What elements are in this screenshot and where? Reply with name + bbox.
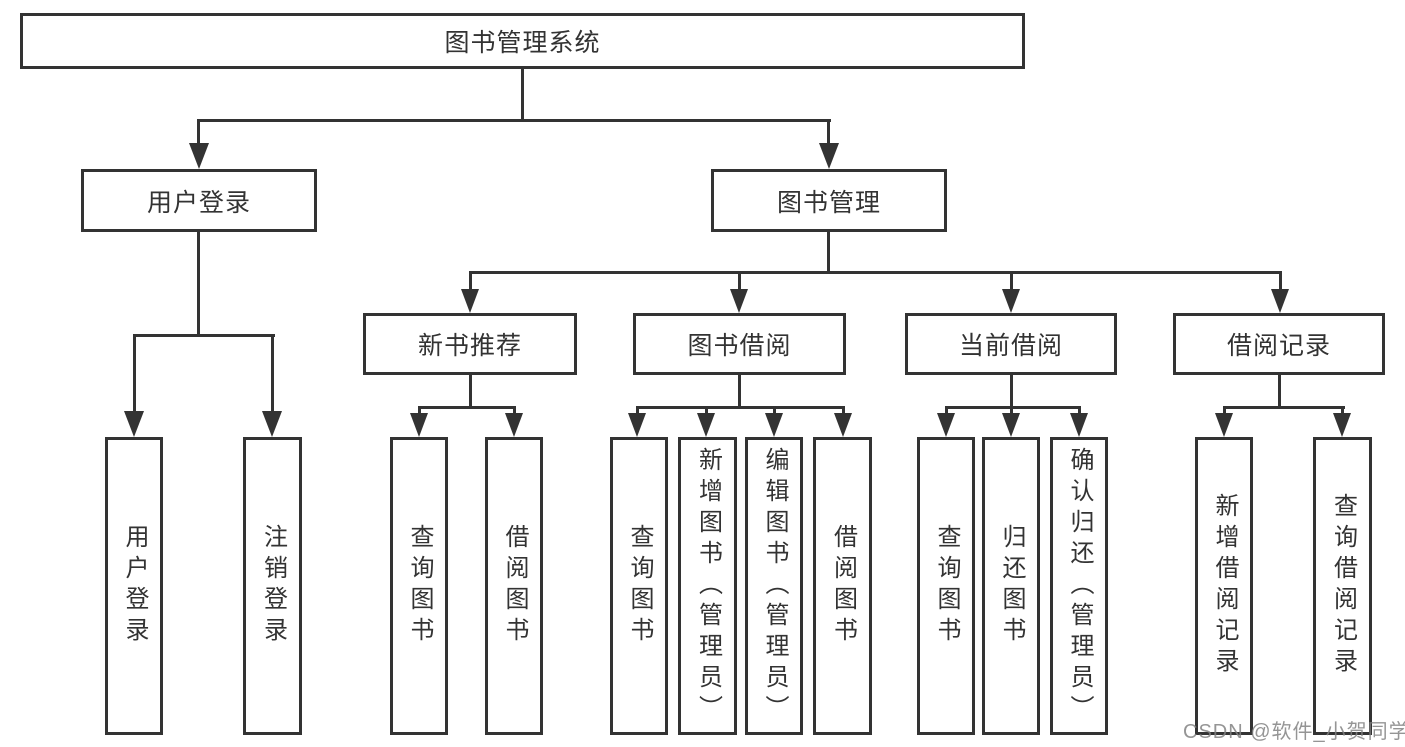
connector-stub: [738, 375, 741, 408]
connector-to-user-login: [197, 119, 200, 149]
connector-bar: [636, 406, 845, 409]
arrow-down-icon: [819, 143, 839, 169]
leaf-label: 新增借阅记录: [1211, 493, 1238, 679]
leaf-query-books-recommend: 查询图书: [390, 437, 448, 735]
connector-to-current-borrow: [1010, 271, 1013, 293]
arrow-down-icon: [937, 413, 955, 437]
connector-book-management-bar: [469, 271, 1282, 274]
connector-to-leaf: [1010, 406, 1013, 418]
leaf-logout: 注销登录: [243, 437, 302, 735]
connector-user-login-bar: [133, 334, 275, 337]
leaf-label: 查询图书: [933, 524, 960, 648]
connector-to-book-borrow: [738, 271, 741, 293]
arrow-down-icon: [1333, 413, 1351, 437]
leaf-label: 新增图书（管理员）: [694, 446, 722, 726]
connector-root-trunk: [521, 68, 524, 120]
leaf-query-borrow-record: 查询借阅记录: [1313, 437, 1372, 735]
arrow-down-icon: [410, 413, 428, 437]
leaf-confirm-return-admin: 确认归还（管理员）: [1050, 437, 1108, 735]
leaf-query-books-current: 查询图书: [917, 437, 975, 735]
node-current-borrow: 当前借阅: [905, 313, 1117, 375]
leaf-add-books-admin: 新增图书（管理员）: [678, 437, 737, 735]
node-borrow-records: 借阅记录: [1173, 313, 1385, 375]
connector-to-borrow-records: [1279, 271, 1282, 293]
connector-to-leaf: [945, 406, 948, 418]
leaf-return-books: 归还图书: [982, 437, 1040, 735]
connector-to-leaf: [773, 406, 776, 418]
arrow-down-icon: [1271, 289, 1289, 313]
arrow-down-icon: [262, 411, 282, 437]
connector-to-leaf: [1078, 406, 1081, 418]
connector-to-leaf: [1223, 406, 1226, 418]
arrow-down-icon: [1002, 289, 1020, 313]
connector-user-login-trunk: [197, 232, 200, 336]
connector-stub: [1278, 375, 1281, 408]
connector-to-leaf: [418, 406, 421, 418]
arrow-down-icon: [1215, 413, 1233, 437]
connector-stub: [1010, 375, 1013, 408]
arrow-down-icon: [1002, 413, 1020, 437]
leaf-label: 借阅图书: [829, 524, 857, 648]
node-user-login: 用户登录: [81, 169, 317, 232]
leaf-label: 归还图书: [998, 524, 1025, 648]
arrow-down-icon: [505, 413, 523, 437]
connector-bar: [945, 406, 1081, 409]
leaf-user-login: 用户登录: [105, 437, 163, 735]
leaf-label: 查询图书: [626, 524, 653, 648]
node-new-book-recommend: 新书推荐: [363, 313, 577, 375]
leaf-label: 查询借阅记录: [1329, 493, 1357, 679]
connector-to-leaf: [705, 406, 708, 418]
leaf-label: 编辑图书（管理员）: [761, 446, 788, 726]
leaf-borrow-books-recommend: 借阅图书: [485, 437, 543, 735]
node-book-borrow: 图书借阅: [633, 313, 846, 375]
connector-to-leaf: [271, 334, 274, 414]
connector-bar: [1223, 406, 1345, 409]
leaf-add-borrow-record: 新增借阅记录: [1195, 437, 1253, 735]
arrow-down-icon: [189, 143, 209, 169]
node-root: 图书管理系统: [20, 13, 1025, 69]
arrow-down-icon: [697, 413, 715, 437]
leaf-label: 用户登录: [121, 524, 148, 648]
arrow-down-icon: [1070, 413, 1088, 437]
leaf-label: 查询图书: [406, 524, 433, 648]
connector-to-book-management: [827, 119, 830, 149]
csdn-watermark: CSDN @软件_小贺同学: [1183, 721, 1405, 743]
connector-to-leaf: [513, 406, 516, 418]
leaf-label: 确认归还（管理员）: [1066, 446, 1093, 726]
arrow-down-icon: [461, 289, 479, 313]
connector-to-leaf: [842, 406, 845, 418]
connector-to-leaf: [133, 334, 136, 414]
arrow-down-icon: [765, 413, 783, 437]
leaf-label: 注销登录: [259, 524, 287, 648]
arrow-down-icon: [834, 413, 852, 437]
node-book-management: 图书管理: [711, 169, 947, 232]
connector-bar: [418, 406, 516, 409]
connector-book-management-trunk: [827, 232, 830, 274]
arrow-down-icon: [730, 289, 748, 313]
leaf-borrow-books: 借阅图书: [813, 437, 872, 735]
leaf-label: 借阅图书: [501, 524, 528, 648]
connector-to-new-book: [469, 271, 472, 293]
arrow-down-icon: [124, 411, 144, 437]
connector-to-leaf: [1341, 406, 1344, 418]
leaf-edit-books-admin: 编辑图书（管理员）: [745, 437, 803, 735]
connector-root-bar: [198, 119, 831, 122]
connector-to-leaf: [636, 406, 639, 418]
arrow-down-icon: [628, 413, 646, 437]
connector-stub: [469, 375, 472, 408]
leaf-query-books-borrow: 查询图书: [610, 437, 668, 735]
